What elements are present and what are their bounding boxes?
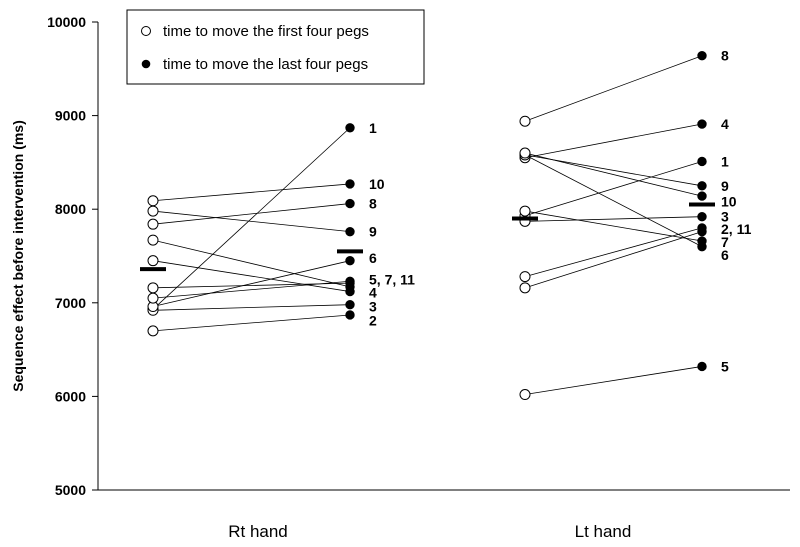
first-four-pegs-point bbox=[519, 271, 531, 283]
last-four-pegs-point bbox=[697, 50, 707, 61]
last-four-pegs-point bbox=[345, 179, 355, 189]
legend-label: time to move the first four pegs bbox=[163, 23, 369, 40]
first-four-pegs-point bbox=[147, 234, 159, 246]
last-four-pegs-point bbox=[697, 361, 707, 372]
last-four-pegs-point bbox=[345, 282, 355, 292]
last-four-pegs-point bbox=[345, 310, 355, 320]
subject-number-label: 1 bbox=[721, 153, 729, 169]
y-tick-label: 6000 bbox=[55, 388, 86, 404]
subject-line bbox=[524, 123, 703, 159]
first-four-pegs-point bbox=[519, 115, 531, 127]
last-four-pegs-point bbox=[697, 211, 707, 222]
subject-number-label: 8 bbox=[369, 196, 377, 212]
subject-line bbox=[524, 152, 703, 197]
last-four-pegs-point bbox=[345, 255, 355, 266]
subject-line bbox=[152, 260, 351, 307]
last-four-pegs-point bbox=[697, 181, 707, 191]
subject-number-label: 9 bbox=[369, 224, 377, 240]
legend-open-circle-icon bbox=[141, 26, 151, 36]
category-label: Lt hand bbox=[575, 522, 632, 541]
last-four-pegs-point bbox=[697, 119, 707, 129]
subject-number-label: 7 bbox=[721, 234, 729, 250]
subject-line bbox=[524, 55, 703, 122]
subject-line bbox=[152, 260, 351, 292]
last-four-pegs-point bbox=[345, 198, 355, 209]
subject-number-label: 2 bbox=[369, 313, 377, 329]
subject-line bbox=[524, 231, 703, 289]
last-four-pegs-point bbox=[697, 236, 707, 246]
last-four-pegs-point bbox=[345, 226, 355, 237]
last-four-pegs-point bbox=[345, 123, 355, 133]
last-four-pegs-point bbox=[697, 191, 707, 201]
first-four-pegs-point bbox=[147, 325, 159, 337]
subject-line bbox=[152, 304, 351, 311]
subject-number-label: 4 bbox=[369, 285, 377, 301]
subject-number-label: 5 bbox=[721, 358, 729, 374]
subject-number-label: 6 bbox=[369, 250, 377, 266]
last-four-pegs-point bbox=[697, 156, 707, 167]
subject-number-label: 10 bbox=[369, 176, 385, 192]
subject-line bbox=[152, 239, 351, 288]
first-four-pegs-point bbox=[147, 255, 159, 267]
subject-line bbox=[524, 154, 703, 247]
last-four-pegs-point bbox=[697, 226, 707, 237]
y-tick-label: 10000 bbox=[47, 14, 86, 30]
subject-number-label: 10 bbox=[721, 194, 737, 210]
first-four-pegs-point bbox=[147, 218, 159, 230]
legend-box bbox=[126, 9, 425, 85]
subject-line bbox=[152, 280, 351, 299]
subject-number-label: 3 bbox=[369, 299, 377, 315]
subject-number-label: 1 bbox=[369, 120, 377, 136]
first-four-pegs-point bbox=[519, 282, 531, 294]
subject-number-label: 4 bbox=[721, 116, 729, 132]
y-tick-label: 7000 bbox=[55, 295, 86, 311]
first-four-pegs-point bbox=[147, 282, 159, 294]
subject-line bbox=[524, 216, 703, 222]
subject-number-label: 6 bbox=[721, 247, 729, 263]
legend-label: time to move the last four pegs bbox=[163, 56, 368, 73]
y-tick-label: 9000 bbox=[55, 108, 86, 124]
legend-filled-circle-icon bbox=[141, 59, 151, 69]
subject-line bbox=[524, 227, 703, 277]
subject-line bbox=[152, 183, 351, 202]
subject-number-label: 9 bbox=[721, 178, 729, 194]
subject-line bbox=[524, 366, 703, 395]
first-four-pegs-point bbox=[519, 205, 531, 217]
last-four-pegs-point bbox=[345, 299, 355, 310]
first-four-pegs-point bbox=[519, 147, 531, 159]
first-four-pegs-point bbox=[147, 292, 159, 304]
category-label: Rt hand bbox=[228, 522, 288, 541]
first-four-pegs-point bbox=[519, 389, 531, 401]
y-axis-title: Sequence effect before intervention (ms) bbox=[10, 120, 26, 392]
subject-number-label: 2, 11 bbox=[721, 221, 752, 237]
subject-number-label: 5, 7, 11 bbox=[369, 271, 415, 287]
subject-line bbox=[152, 210, 351, 233]
subject-line bbox=[152, 203, 351, 225]
y-tick-label: 8000 bbox=[55, 201, 86, 217]
subject-line bbox=[152, 127, 351, 310]
subject-line bbox=[524, 210, 703, 242]
subject-line bbox=[152, 314, 351, 332]
subject-number-label: 3 bbox=[721, 209, 729, 225]
subject-line bbox=[524, 161, 703, 217]
first-four-pegs-point bbox=[147, 205, 159, 217]
first-four-pegs-point bbox=[147, 195, 159, 207]
subject-number-label: 8 bbox=[721, 48, 729, 64]
y-tick-label: 5000 bbox=[55, 482, 86, 498]
